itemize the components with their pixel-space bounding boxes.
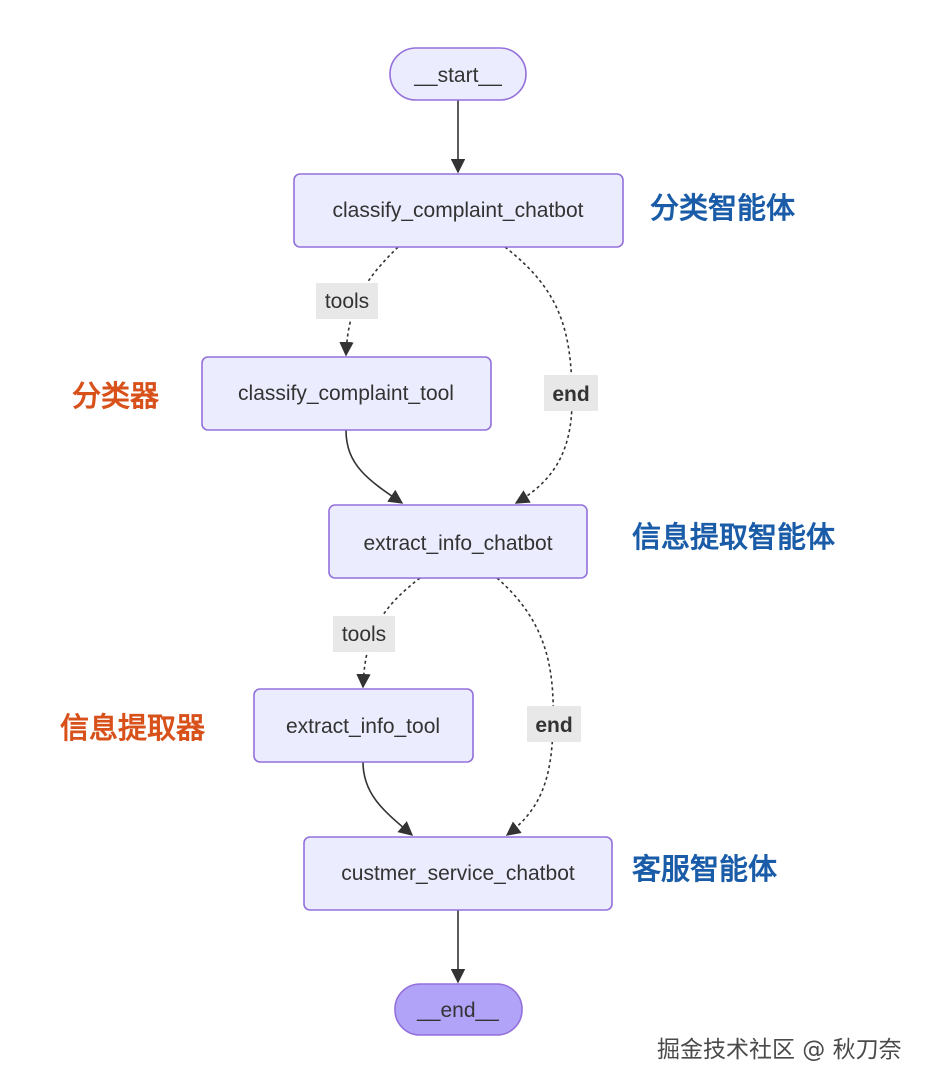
node-extract-info-chatbot[interactable]: extract_info_chatbot: [328, 504, 588, 579]
node-label: classify_complaint_chatbot: [333, 199, 584, 222]
annotation-classifier: 分类器: [72, 379, 160, 413]
annotation-extractor: 信息提取器: [60, 711, 206, 745]
edge-classify-tool-to-extract-chatbot: [345, 429, 404, 504]
annotation-service-agent: 客服智能体: [632, 852, 778, 886]
edge-label-text: tools: [325, 290, 369, 313]
node-classify-complaint-chatbot[interactable]: classify_complaint_chatbot: [293, 173, 624, 248]
node-custmer-service-chatbot[interactable]: custmer_service_chatbot: [303, 836, 613, 911]
edge-label-tools-2: tools: [333, 616, 395, 652]
edge-label-end-2: end: [527, 706, 581, 742]
watermark: 掘金技术社区 @ 秋刀奈: [657, 1037, 902, 1063]
annotation-classify-agent: 分类智能体: [650, 191, 796, 225]
node-label: custmer_service_chatbot: [341, 862, 575, 885]
node-label: __end__: [416, 999, 499, 1022]
edge-label-text: end: [552, 383, 589, 406]
node-extract-info-tool[interactable]: extract_info_tool: [253, 688, 474, 763]
node-classify-complaint-tool[interactable]: classify_complaint_tool: [201, 356, 492, 431]
node-label: classify_complaint_tool: [238, 382, 454, 405]
annotation-extract-agent: 信息提取智能体: [632, 520, 836, 554]
edge-extract-tool-to-service-chatbot: [362, 761, 414, 836]
edge-label-end-1: end: [544, 375, 598, 411]
edge-label-tools-1: tools: [316, 283, 378, 319]
node-label: __start__: [413, 64, 502, 87]
edge-label-text: end: [535, 714, 572, 737]
node-end[interactable]: __end__: [394, 983, 523, 1036]
node-label: extract_info_chatbot: [363, 532, 552, 555]
edge-label-text: tools: [342, 623, 386, 646]
node-label: extract_info_tool: [286, 715, 440, 738]
node-start[interactable]: __start__: [389, 47, 527, 101]
edge-extract-chatbot-to-extract-tool: [356, 577, 421, 689]
